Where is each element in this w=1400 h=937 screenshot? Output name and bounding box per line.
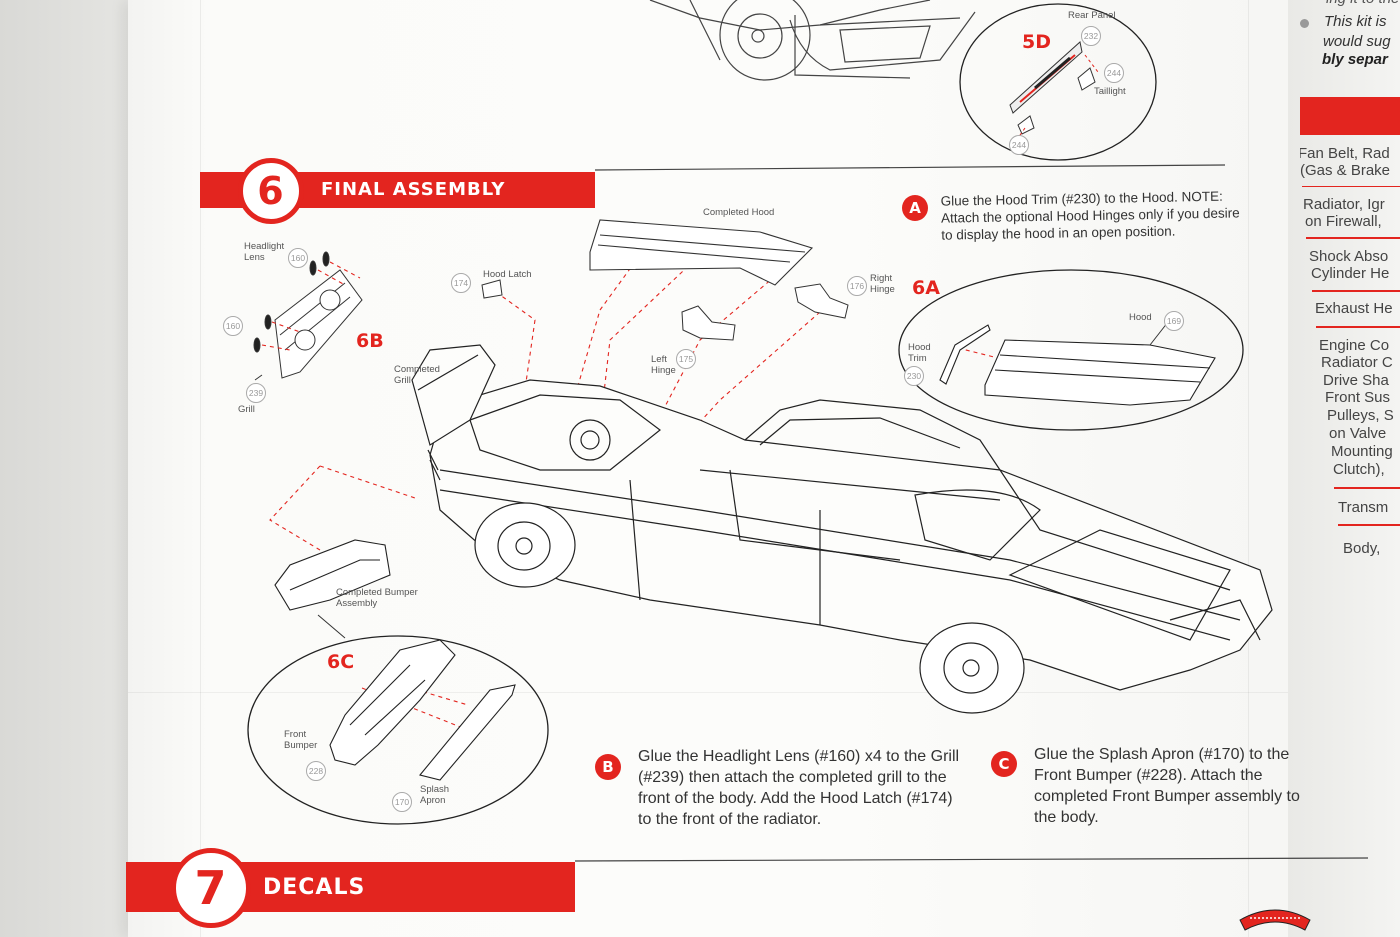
hood-part xyxy=(589,219,814,286)
right-top-text: ing it to the xyxy=(1326,0,1399,8)
car-body xyxy=(411,344,1273,691)
step7-title: DECALS xyxy=(263,875,366,900)
section-divider xyxy=(574,857,1369,862)
label-completed-bumper: Completed Bumper Assembly xyxy=(336,587,418,609)
headlight-grill-parts xyxy=(253,251,363,381)
step7-number: 7 xyxy=(171,848,251,928)
instruction-b: Glue the Headlight Lens (#160) x4 to the… xyxy=(638,748,960,828)
partnum-headlight-lens: 160 xyxy=(223,316,243,336)
label-headlight-lens: Headlight Lens xyxy=(244,241,285,263)
label-hood: Hood xyxy=(1129,312,1152,323)
label-6b: 6B xyxy=(356,330,384,352)
label-hood-latch: Hood Latch xyxy=(483,269,532,280)
label-6c: 6C xyxy=(327,651,355,673)
right-item: Front Sus xyxy=(1325,389,1391,406)
right-item: Pulleys, S xyxy=(1327,407,1394,424)
fold-line xyxy=(200,0,201,937)
bumper-leader xyxy=(317,614,346,639)
label-5d: 5D xyxy=(1022,31,1051,53)
right-divider xyxy=(1338,524,1400,526)
right-divider xyxy=(1334,487,1400,489)
step6-number: 6 xyxy=(238,158,304,224)
right-item: on Firewall, xyxy=(1305,213,1382,230)
right-item: Drive Sha xyxy=(1323,372,1389,389)
partnum-hood: 169 xyxy=(1164,311,1184,331)
right-item: Body, xyxy=(1343,540,1381,557)
partnum-taillight: 244 xyxy=(1104,63,1124,83)
front-wheel xyxy=(474,502,576,588)
label-splash-apron: Splash Apron xyxy=(420,784,450,806)
label-left-hinge: Left Hinge xyxy=(651,354,676,376)
step7-banner: 7 DECALS xyxy=(126,848,575,928)
right-item: Clutch), xyxy=(1333,461,1385,478)
partnum-front-bumper: 228 xyxy=(306,761,326,781)
label-completed-grill: Completed Grill xyxy=(394,364,440,386)
instruction-a: Glue the Hood Trim (#230) to the Hood. N… xyxy=(940,188,1240,243)
right-top-text: bly separ xyxy=(1322,51,1388,68)
instruction-badge-a: A xyxy=(902,195,928,221)
rear-wheel xyxy=(919,622,1025,714)
instruction-c: Glue the Splash Apron (#170) to the Fron… xyxy=(1034,746,1300,826)
detail-circle-5d xyxy=(959,3,1157,161)
label-front-bumper: Front Bumper xyxy=(284,729,318,751)
rear-panel-detail xyxy=(1009,41,1099,139)
step6-title: FINAL ASSEMBLY xyxy=(321,179,506,200)
right-item: on Valve xyxy=(1329,425,1387,442)
detail-circle-6a xyxy=(898,269,1244,431)
right-item: Transm xyxy=(1338,499,1389,516)
label-grill: Grill xyxy=(238,404,255,415)
right-top-text: This kit is xyxy=(1324,13,1387,30)
right-header-bar xyxy=(1300,97,1400,135)
right-item: Exhaust He xyxy=(1315,300,1393,317)
step5-car-fragment xyxy=(649,0,976,81)
hinge-parts xyxy=(481,279,849,341)
partnum-hood-trim: 230 xyxy=(904,366,924,386)
right-divider xyxy=(1312,290,1400,292)
label-completed-hood: Completed Hood xyxy=(703,207,775,218)
partnum-splash-apron: 170 xyxy=(392,792,412,812)
right-item: Radiator C xyxy=(1321,354,1393,371)
bumper-assembly xyxy=(274,539,391,611)
fold-line xyxy=(128,692,1288,693)
bullet xyxy=(1300,19,1309,28)
label-6a: 6A xyxy=(912,277,940,299)
label-taillight: Taillight xyxy=(1094,86,1126,97)
right-item: Fan Belt, Rad xyxy=(1300,145,1390,162)
right-item: Engine Co xyxy=(1319,337,1390,354)
step6-banner: 6 FINAL ASSEMBLY xyxy=(200,158,595,224)
right-item: Radiator, Igr xyxy=(1303,196,1385,213)
right-top-text: would sug xyxy=(1323,33,1391,50)
adjacent-page-text: ing it to the This kit is would sug bly … xyxy=(1300,0,1400,937)
right-item: Shock Abso xyxy=(1309,248,1389,265)
right-divider xyxy=(1316,326,1400,328)
instruction-badge-b: B xyxy=(595,754,621,780)
label-right-hinge: Right Hinge xyxy=(870,273,895,295)
bumper-detail xyxy=(329,639,516,781)
partnum-hood-latch: 174 xyxy=(451,273,471,293)
partnum-rear-panel: 232 xyxy=(1081,26,1101,46)
label-hood-trim: Hood Trim xyxy=(908,342,931,364)
instruction-badge-c: C xyxy=(991,751,1017,777)
label-rear-panel: Rear Panel xyxy=(1068,10,1116,21)
partnum-right-hinge: 176 xyxy=(847,276,867,296)
right-item: (Gas & Brake xyxy=(1300,162,1391,179)
section-divider xyxy=(594,164,1226,171)
partnum-grill: 239 xyxy=(246,383,266,403)
detail-circle-6c xyxy=(247,635,549,825)
fold-line xyxy=(1248,0,1249,937)
partnum-taillight: 244 xyxy=(1009,135,1029,155)
right-item: Cylinder He xyxy=(1311,265,1390,282)
partnum-left-hinge: 175 xyxy=(676,349,696,369)
right-divider xyxy=(1306,237,1400,239)
right-item: Mounting xyxy=(1331,443,1393,460)
adjacent-page xyxy=(1288,0,1400,937)
hood-detail xyxy=(939,324,1216,406)
right-divider xyxy=(1302,186,1400,187)
partnum-headlight-lens: 160 xyxy=(288,248,308,268)
